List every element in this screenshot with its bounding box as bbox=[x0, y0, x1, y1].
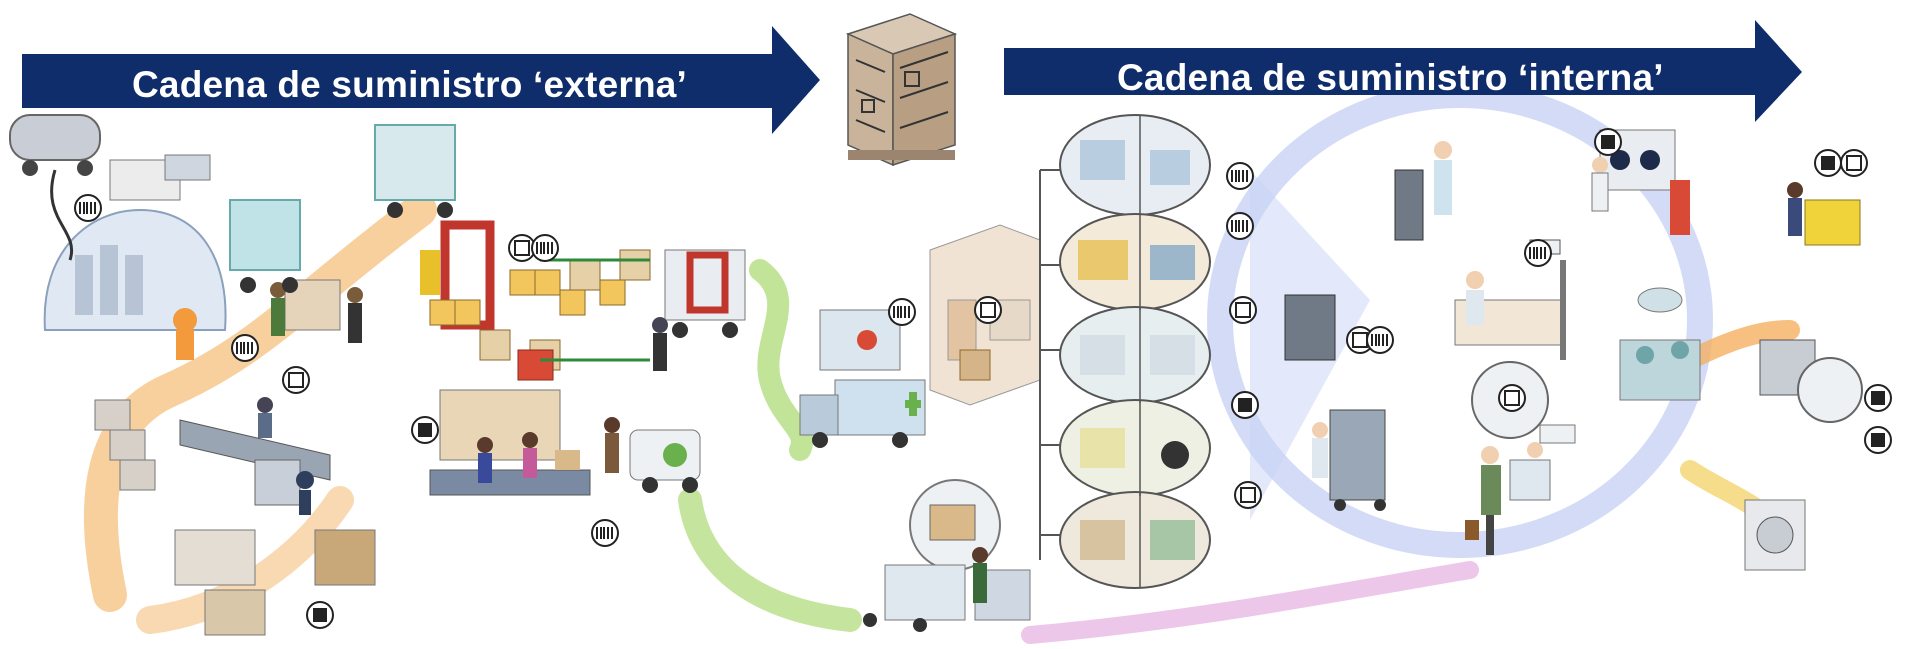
sterilization-equipment bbox=[1744, 339, 1863, 571]
qr-code-icon bbox=[1814, 149, 1842, 177]
pallet-workers bbox=[270, 279, 363, 343]
barcode-icon bbox=[1524, 239, 1552, 267]
van-icon bbox=[604, 417, 701, 493]
pallet-icon bbox=[845, 13, 958, 167]
qr-code-icon bbox=[1594, 128, 1622, 156]
truck-icon bbox=[374, 124, 456, 218]
flow-band-green bbox=[749, 259, 813, 461]
production-line bbox=[94, 397, 376, 636]
reception-desk bbox=[1465, 424, 1576, 555]
internal-chain-label: Cadena de suministro ‘interna’ bbox=[1117, 57, 1664, 98]
qr-code-icon bbox=[306, 601, 334, 629]
qr-code-icon bbox=[1864, 384, 1892, 412]
qr-code-icon bbox=[1231, 391, 1259, 419]
waste-bin bbox=[1787, 182, 1861, 246]
tanker-truck-icon bbox=[9, 114, 101, 261]
barcode-icon bbox=[888, 298, 916, 326]
warehouse-icon bbox=[420, 220, 746, 381]
datamatrix-icon bbox=[1234, 481, 1262, 509]
truck-icon bbox=[229, 199, 301, 293]
flow-band-orange-2 bbox=[136, 486, 354, 634]
factory-dome bbox=[43, 208, 227, 360]
operating-room bbox=[1591, 129, 1701, 401]
barcode-icon bbox=[74, 194, 102, 222]
barcode-icon bbox=[1226, 162, 1254, 190]
flow-band-pink bbox=[1021, 561, 1479, 644]
barcode-icon bbox=[231, 334, 259, 362]
datamatrix-icon bbox=[1840, 149, 1868, 177]
datamatrix-icon bbox=[1498, 384, 1526, 412]
truck-icon bbox=[799, 309, 926, 448]
external-chain-arrow bbox=[22, 26, 820, 134]
barcode-icon bbox=[531, 234, 559, 262]
datamatrix-icon bbox=[974, 296, 1002, 324]
qr-code-icon bbox=[411, 416, 439, 444]
storage-vignettes bbox=[1039, 114, 1211, 589]
external-chain-label: Cadena de suministro ‘externa’ bbox=[132, 64, 688, 105]
barcode-callouts bbox=[74, 128, 1892, 629]
cart-icon bbox=[1284, 141, 1452, 511]
barcode-icon bbox=[591, 519, 619, 547]
pharmacy-counter bbox=[863, 479, 1031, 632]
flow-band-orange-right bbox=[1680, 320, 1800, 370]
packing-station bbox=[429, 389, 591, 496]
qr-code-icon bbox=[1864, 426, 1892, 454]
datamatrix-icon bbox=[1229, 296, 1257, 324]
barcode-icon bbox=[1366, 326, 1394, 354]
datamatrix-icon bbox=[282, 366, 310, 394]
barcode-icon bbox=[1226, 212, 1254, 240]
lab-equipment bbox=[109, 154, 211, 201]
internal-chain-arrow bbox=[1004, 20, 1802, 122]
flow-band-green-2 bbox=[678, 488, 862, 632]
